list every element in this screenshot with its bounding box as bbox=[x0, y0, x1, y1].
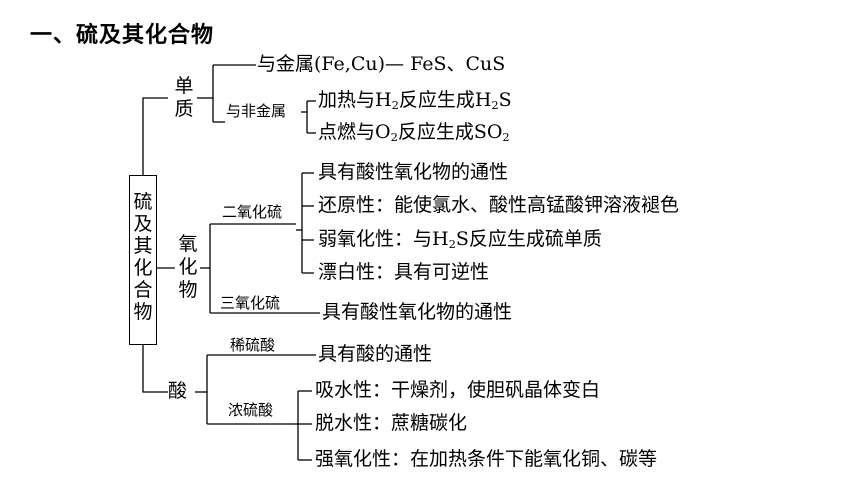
conc-property-2: 脱水性：蔗糖碳化 bbox=[315, 412, 468, 434]
dilute-property-1: 具有酸的通性 bbox=[318, 343, 433, 365]
so2-property-1: 具有酸性氧化物的通性 bbox=[318, 161, 509, 183]
connector-root-simple bbox=[142, 97, 168, 175]
node-oxide: 氧化物 bbox=[178, 233, 198, 301]
nonmetal-burn-text: 点燃与O2反应生成SO2 bbox=[318, 121, 510, 144]
conc-property-3: 强氧化性：在加热条件下能氧化铜、碳等 bbox=[315, 448, 658, 470]
node-dilute-acid: 稀硫酸 bbox=[230, 336, 276, 354]
connector-root-acid bbox=[142, 345, 168, 393]
so2-property-2: 还原性：能使氯水、酸性高锰酸钾溶液褪色 bbox=[318, 194, 680, 216]
node-so3: 三氧化硫 bbox=[220, 294, 281, 312]
so2-property-3: 弱氧化性：与H2S反应生成硫单质 bbox=[318, 228, 602, 251]
root-node: 硫及其 化合物 bbox=[129, 175, 157, 345]
simple-metal-text: 与金属(Fe,Cu)— FeS、CuS bbox=[257, 53, 506, 75]
conc-property-1: 吸水性：干燥剂，使胆矾晶体变白 bbox=[315, 379, 601, 401]
node-so2: 二氧化硫 bbox=[222, 203, 283, 221]
so3-property-1: 具有酸性氧化物的通性 bbox=[322, 301, 513, 323]
root-label: 硫及其 化合物 bbox=[133, 191, 153, 323]
node-simple-substance: 单质 bbox=[174, 75, 194, 120]
page-title: 一、硫及其化合物 bbox=[30, 23, 215, 48]
node-conc-acid: 浓硫酸 bbox=[228, 401, 274, 419]
node-nonmetal: 与非金属 bbox=[226, 102, 287, 120]
nonmetal-heat-text: 加热与H2反应生成H2S bbox=[318, 89, 512, 112]
so2-property-4: 漂白性：具有可逆性 bbox=[318, 261, 490, 283]
node-acid: 酸 bbox=[168, 380, 188, 402]
